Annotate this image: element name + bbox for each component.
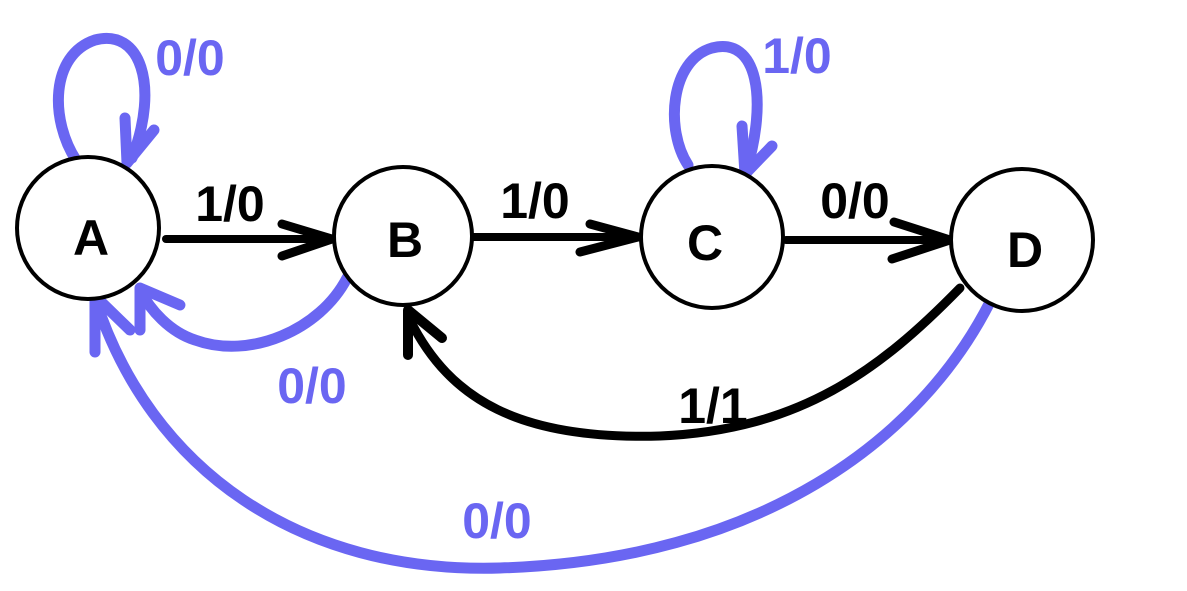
edge-d-b-line — [405, 283, 965, 441]
edge-a-self-arrowhead — [119, 112, 160, 169]
node-d-label: D — [1007, 222, 1043, 278]
edge-b-c-label: 1/0 — [500, 173, 570, 229]
edge-d-b-arrowhead — [403, 305, 447, 360]
edges: 0/0 1/0 1/0 1/0 0/0 — [52, 28, 996, 574]
edge-a-b: 1/0 — [162, 176, 337, 261]
edge-a-self-line — [52, 32, 151, 166]
node-b-circle — [332, 165, 474, 307]
nodes: A B C D — [15, 155, 1095, 313]
node-c-label: C — [687, 215, 723, 271]
edge-a-b-arrowhead — [277, 219, 337, 261]
node-b-label: B — [387, 212, 423, 268]
node-c-circle — [639, 164, 785, 310]
edge-c-self-label: 1/0 — [762, 28, 832, 84]
edge-d-a-line — [89, 292, 996, 574]
node-a: A — [15, 155, 161, 301]
edge-d-b-label: 1/1 — [678, 378, 748, 434]
edge-a-self-label: 0/0 — [155, 30, 225, 86]
edge-c-self-line — [668, 41, 763, 178]
node-b: B — [332, 165, 474, 307]
node-a-label: A — [73, 210, 109, 266]
edge-b-a-label: 0/0 — [277, 358, 347, 414]
edge-b-a-arrowhead — [134, 282, 186, 336]
edge-c-d: 0/0 — [782, 173, 955, 264]
edge-c-self: 1/0 — [668, 28, 832, 180]
edge-b-c-arrowhead — [575, 219, 643, 257]
edge-b-a-line — [134, 272, 353, 352]
node-a-circle — [15, 155, 161, 301]
edge-d-a: 0/0 — [89, 290, 996, 574]
edge-b-c: 1/0 — [468, 173, 643, 257]
node-d: D — [949, 167, 1095, 313]
edge-d-b: 1/1 — [403, 283, 965, 441]
edge-a-b-label: 1/0 — [195, 176, 265, 232]
edge-c-d-label: 0/0 — [820, 173, 890, 229]
edge-a-self: 0/0 — [52, 30, 225, 169]
node-c: C — [639, 164, 785, 310]
node-d-circle — [949, 167, 1095, 313]
edge-b-a: 0/0 — [134, 272, 353, 414]
edge-d-a-label: 0/0 — [462, 493, 532, 549]
